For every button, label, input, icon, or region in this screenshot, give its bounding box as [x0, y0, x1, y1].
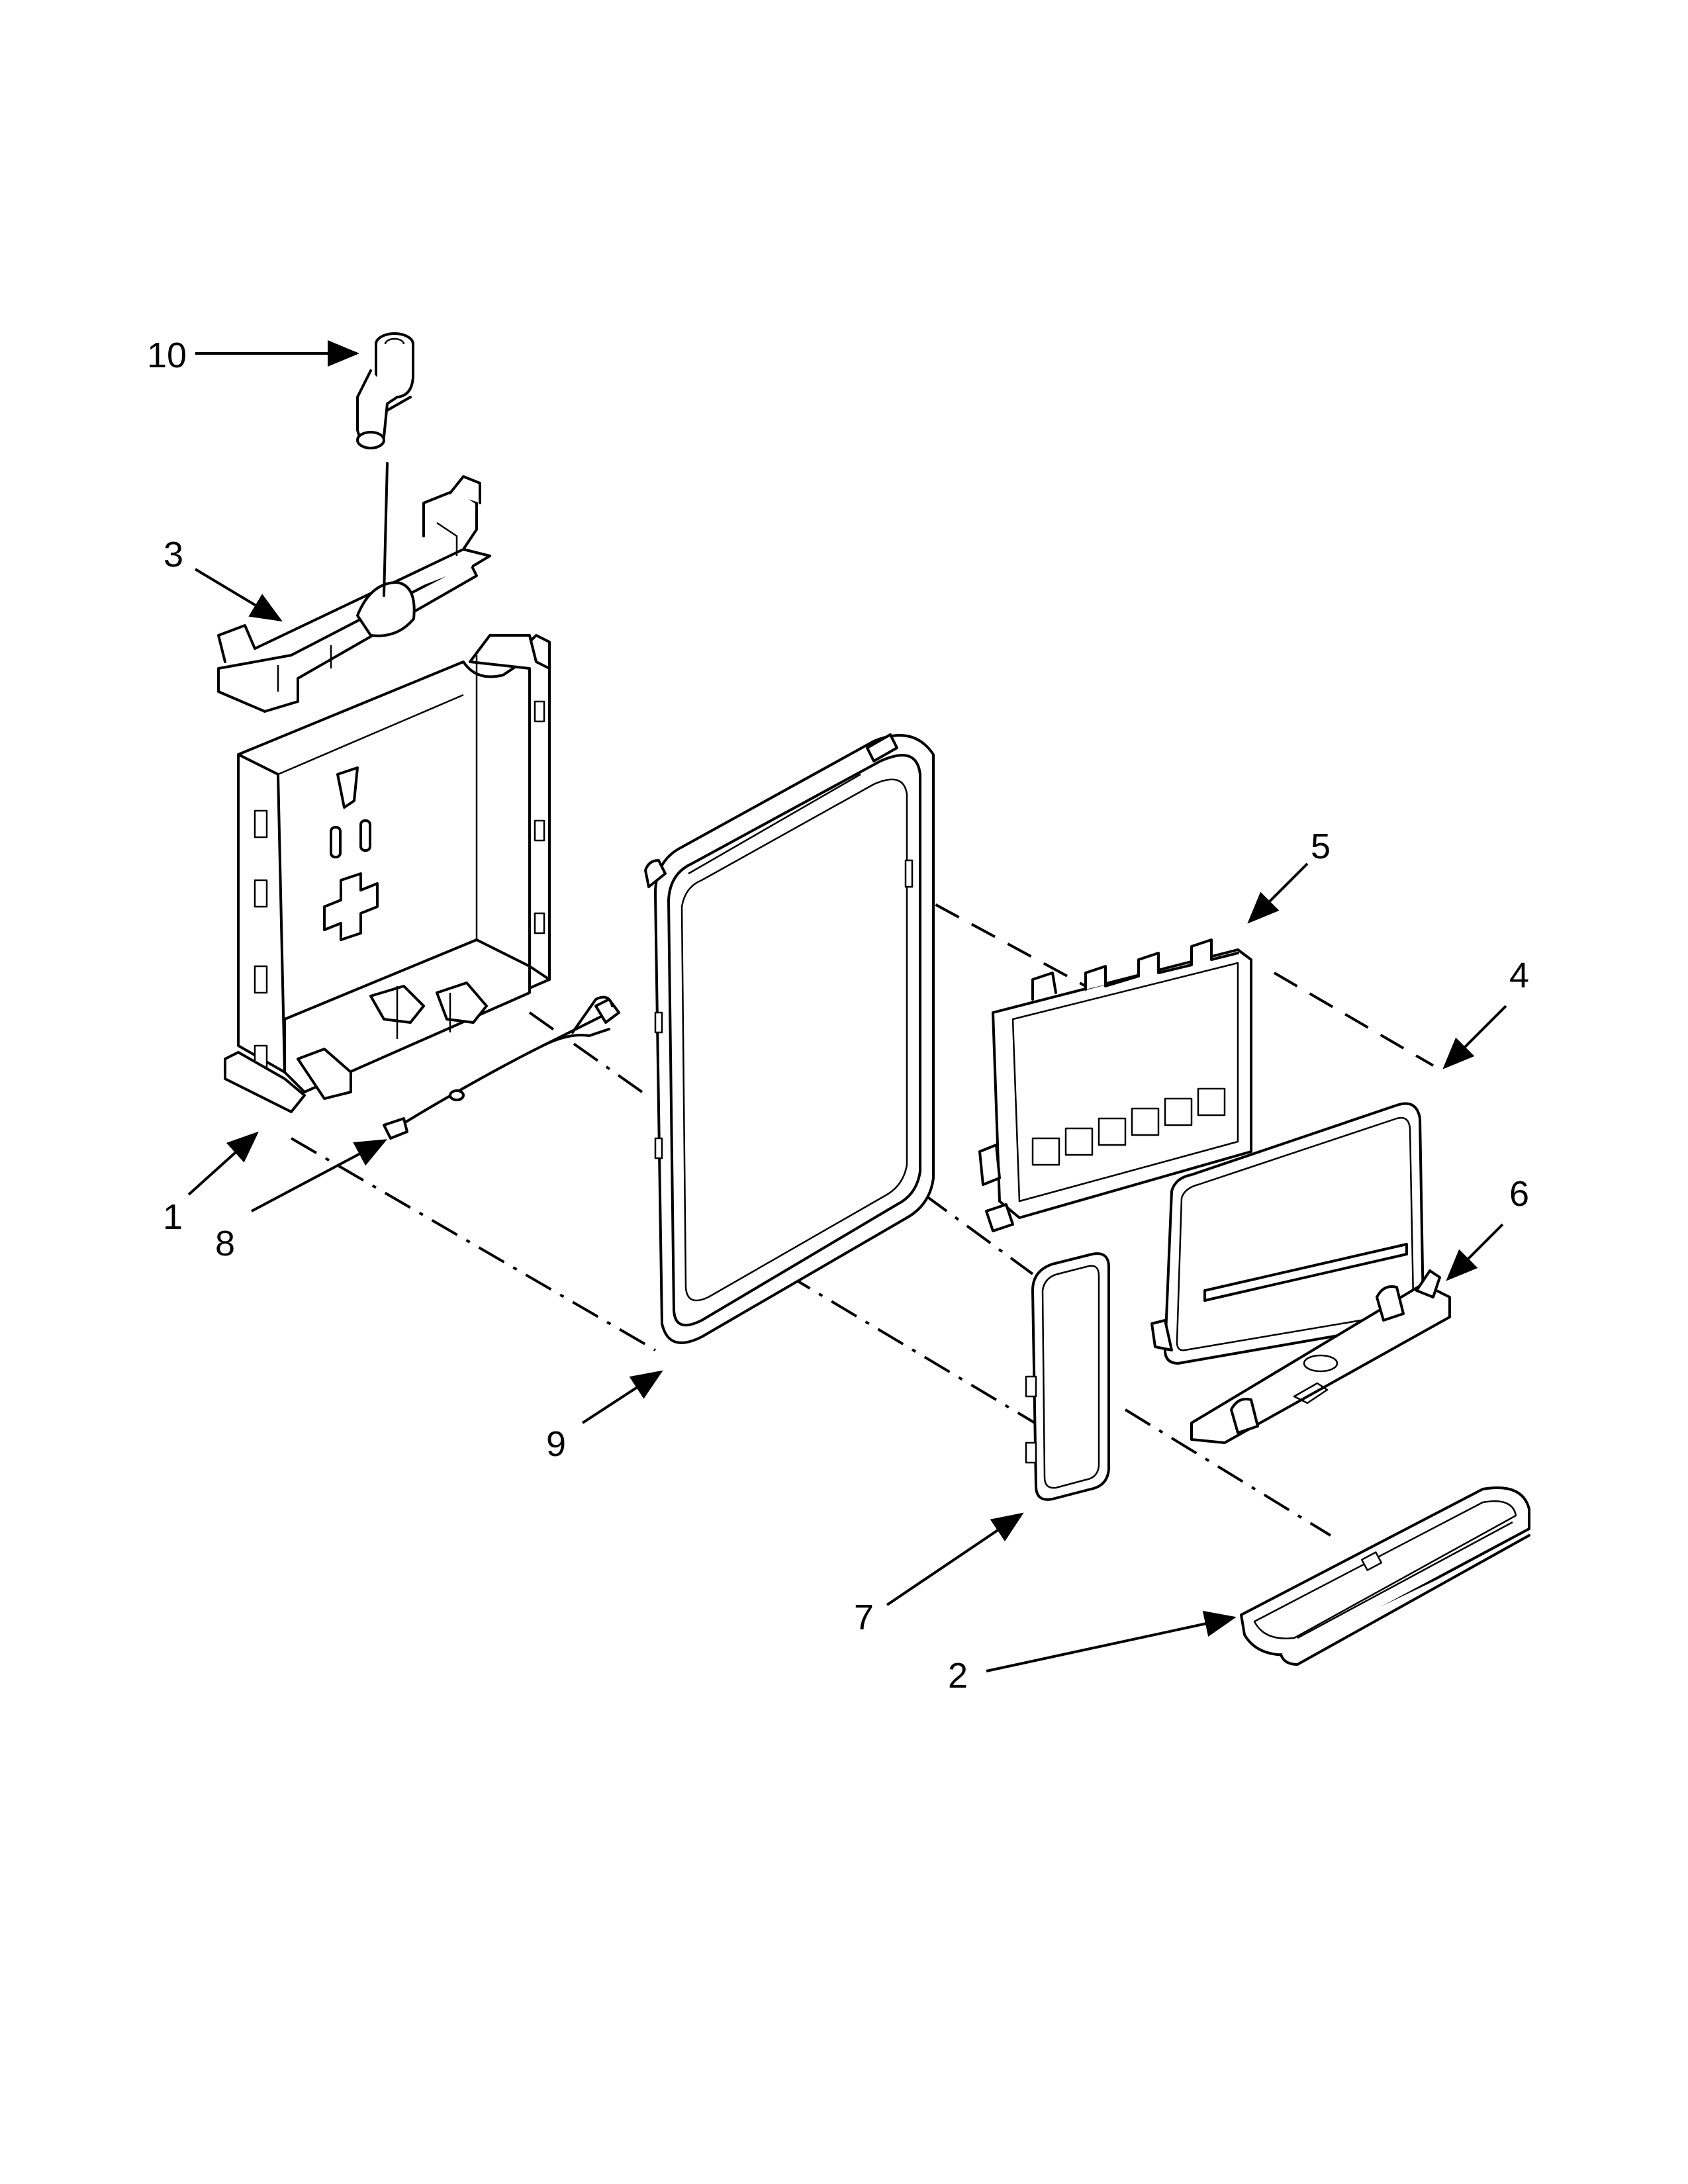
wire-harness-part: [383, 995, 620, 1140]
callout-5: 5: [1311, 827, 1331, 866]
callout-labels: 10 3 1 8 9 5 4 6 7 2: [147, 336, 1529, 1696]
callout-leaders: [187, 340, 1507, 1672]
callout-2: 2: [948, 1656, 968, 1696]
callout-8: 8: [215, 1224, 235, 1263]
side-trim-part: [1025, 1252, 1110, 1501]
control-board-part: [978, 938, 1252, 1232]
board-components: [1031, 1087, 1226, 1166]
callout-7: 7: [854, 1598, 874, 1637]
leader-3: [194, 568, 283, 622]
callout-9: 9: [546, 1424, 566, 1464]
top-bracket-part: [217, 462, 491, 713]
leader-7: [886, 1512, 1024, 1606]
leader-8: [251, 1139, 388, 1212]
leader-6: [1446, 1223, 1504, 1281]
dispenser-housing-part: [224, 634, 551, 1113]
door-frame-part: [644, 733, 935, 1344]
callout-1: 1: [163, 1197, 183, 1237]
drip-tray-part: [1240, 1486, 1530, 1666]
paddle-panel-part: [1150, 1102, 1425, 1365]
leader-4: [1442, 1005, 1507, 1069]
callout-4: 4: [1509, 956, 1529, 995]
leader-9: [581, 1370, 663, 1424]
callout-6: 6: [1509, 1174, 1529, 1214]
lower-bracket-part: [1190, 1269, 1451, 1444]
callout-3: 3: [164, 535, 183, 574]
callout-10: 10: [147, 336, 187, 375]
leader-2: [986, 1610, 1237, 1672]
leader-5: [1247, 862, 1309, 924]
water-fitting-part: [356, 332, 414, 449]
leader-1: [187, 1131, 259, 1196]
